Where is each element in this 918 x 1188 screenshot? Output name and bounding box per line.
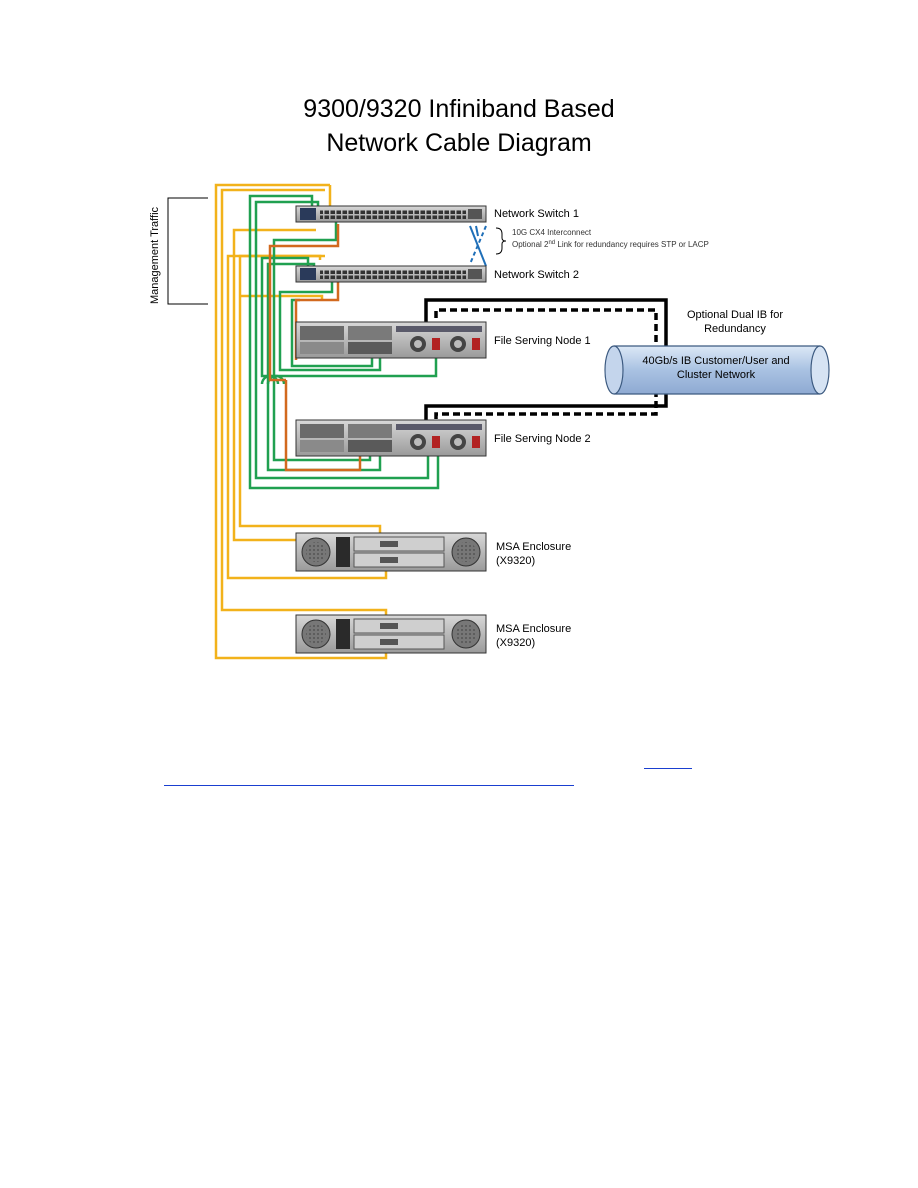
switch-1-label: Network Switch 1 (494, 208, 579, 220)
interconnect-brace (495, 227, 507, 255)
msa-enclosure-1 (295, 532, 487, 572)
network-switch-1 (295, 205, 487, 223)
title-line-1: 9300/9320 Infiniband Based (303, 95, 615, 123)
title-line-2: Network Cable Diagram (326, 129, 592, 157)
ib-network-line-2: Cluster Network (677, 369, 756, 381)
msa-enclosure-2 (295, 614, 487, 654)
management-traffic-label: Management Traffic (149, 206, 161, 304)
msa-2-label-line-1: MSA Enclosure (496, 623, 571, 635)
file-serving-node-1 (295, 321, 487, 359)
hyperlink-underline-short[interactable] (644, 768, 692, 769)
cx4-interconnect (469, 225, 487, 267)
optional-link-label: Optional 2nd Link for redundancy require… (512, 240, 709, 249)
optional-ib-line-1: Optional Dual IB for (687, 309, 783, 321)
optional-ib-line-2: Redundancy (704, 323, 766, 335)
ib-network-line-1: 40Gb/s IB Customer/User and (642, 355, 789, 367)
node-1-label: File Serving Node 1 (494, 335, 591, 347)
node-2-label: File Serving Node 2 (494, 433, 591, 445)
file-serving-node-2 (295, 419, 487, 457)
optional-link-suffix: Link for redundancy requires STP or LACP (555, 240, 709, 249)
network-switch-2 (295, 265, 487, 283)
switch-2-label: Network Switch 2 (494, 269, 579, 281)
ib-network-pipe (604, 345, 830, 395)
msa-2-label-line-2: (X9320) (496, 637, 535, 649)
management-bracket (167, 197, 208, 305)
interconnect-label: 10G CX4 Interconnect (512, 228, 592, 237)
msa-1-label-line-1: MSA Enclosure (496, 541, 571, 553)
optional-link-sup: nd (548, 240, 555, 246)
optional-link-prefix: Optional 2 (512, 240, 549, 249)
diagram-title: 9300/9320 Infiniband Based Network Cable… (0, 92, 918, 160)
hyperlink-underline[interactable] (164, 785, 574, 786)
msa-1-label-line-2: (X9320) (496, 555, 535, 567)
